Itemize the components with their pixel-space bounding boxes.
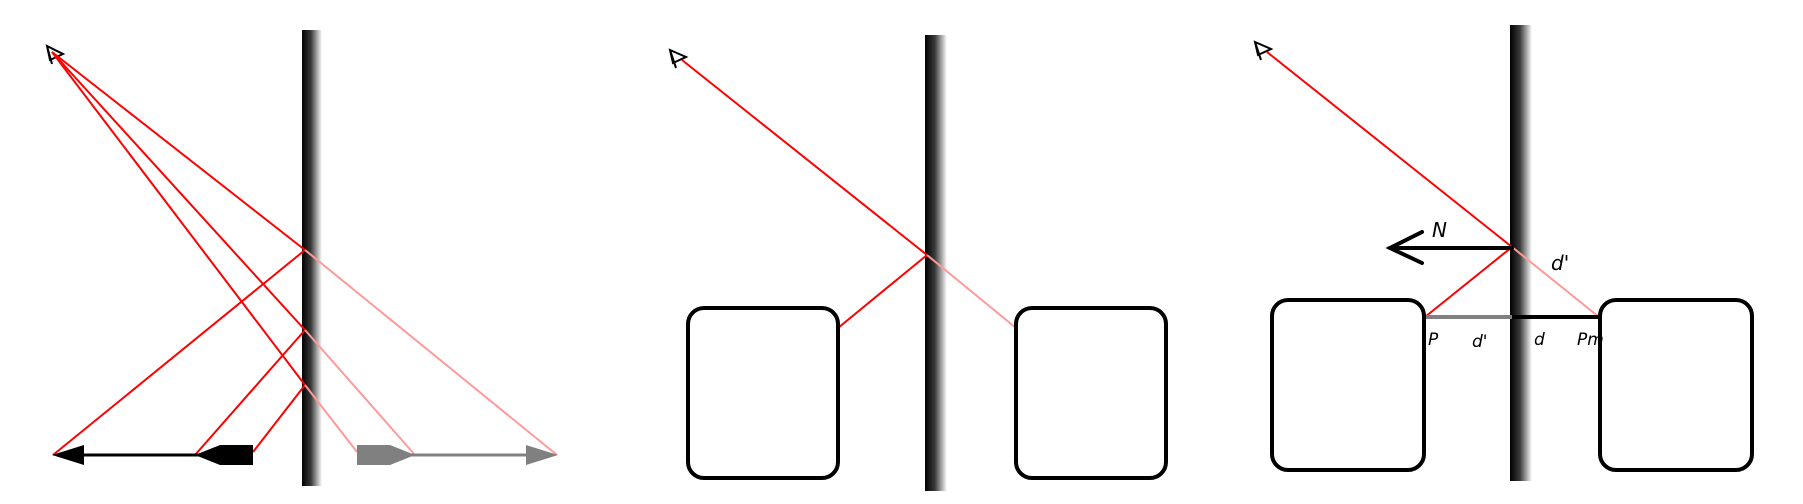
reflected-box-icon xyxy=(1014,306,1168,480)
incident-rays xyxy=(51,51,306,456)
mirror xyxy=(302,30,322,486)
label-p: P xyxy=(1428,330,1439,350)
virtual-rays xyxy=(304,249,558,456)
reflected-arrow-icon xyxy=(357,445,558,465)
panel-reflection-distance: N d' P d' d Pm xyxy=(1253,25,1754,481)
label-d-prime: d' xyxy=(1472,332,1487,352)
reflected-box-icon xyxy=(1598,298,1754,472)
virtual-ray xyxy=(1511,246,1600,318)
label-p-m: Pm xyxy=(1577,330,1604,350)
arrow-icon xyxy=(52,445,253,465)
incident-ray xyxy=(681,59,928,329)
eye-icon xyxy=(1253,40,1274,61)
panel-arrow-reflection xyxy=(45,30,558,486)
normal-arrow-icon xyxy=(1385,230,1514,265)
label-normal: N xyxy=(1432,218,1447,242)
eye-icon xyxy=(668,48,689,69)
virtual-ray xyxy=(926,254,1017,329)
box-icon xyxy=(686,306,840,480)
incident-ray xyxy=(1266,51,1513,318)
label-d-prime-top: d' xyxy=(1551,251,1569,275)
label-d: d xyxy=(1534,330,1545,350)
panel-box-reflection xyxy=(668,35,1168,491)
box-icon xyxy=(1270,298,1426,472)
